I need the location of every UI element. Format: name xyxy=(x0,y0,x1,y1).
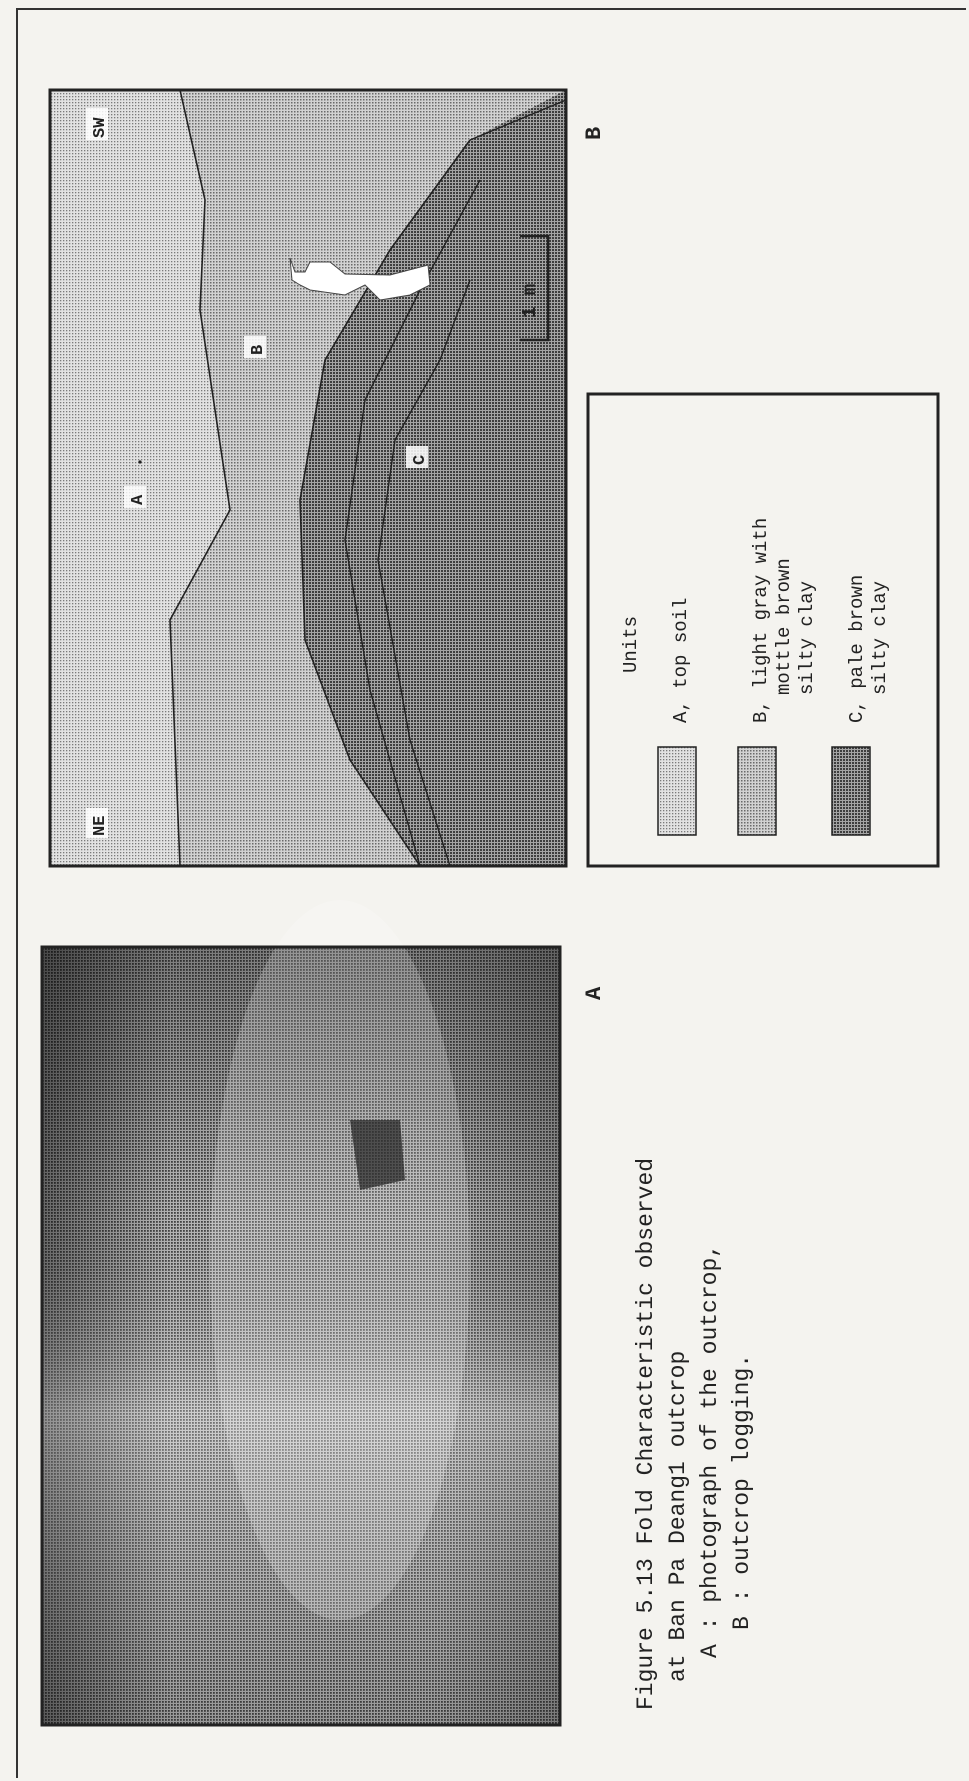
panel-a-label: A xyxy=(582,986,607,1000)
legend-swatch-c xyxy=(832,747,870,835)
panel-b-label: B xyxy=(582,127,607,140)
panel-a-photo xyxy=(42,900,560,1725)
legend-item-b-line3: silty clay xyxy=(796,581,818,695)
legend-swatch-a xyxy=(658,747,696,835)
unit-b-mark: B xyxy=(249,345,268,355)
legend-item-c-line1: C, pale brown xyxy=(846,575,868,723)
caption-line-3: A : photograph of the outcrop, xyxy=(697,1244,723,1658)
legend-title: Units xyxy=(620,616,642,673)
legend-item-b-line2: mottle brown xyxy=(773,558,795,695)
direction-ne-label: NE xyxy=(91,816,110,836)
caption-line-4: B : outcrop logging. xyxy=(729,1354,755,1630)
legend-item-b-line1: B, light gray with xyxy=(750,518,772,723)
panel-b-logging xyxy=(50,90,566,866)
unit-c-mark: C xyxy=(411,455,430,465)
caption-line-2: at Ban Pa Deang1 outcrop xyxy=(665,1351,691,1682)
legend-item-a-line1: A, top soil xyxy=(670,598,692,723)
scale-label: 1 m xyxy=(519,284,541,318)
legend-swatch-b xyxy=(738,747,776,835)
direction-sw-label: SW xyxy=(91,117,110,138)
caption-line-1: Figure 5.13 Fold Characteristic observed xyxy=(633,1158,659,1710)
legend-item-c-line2: silty clay xyxy=(869,581,891,695)
unit-a-mark: A xyxy=(129,494,148,505)
